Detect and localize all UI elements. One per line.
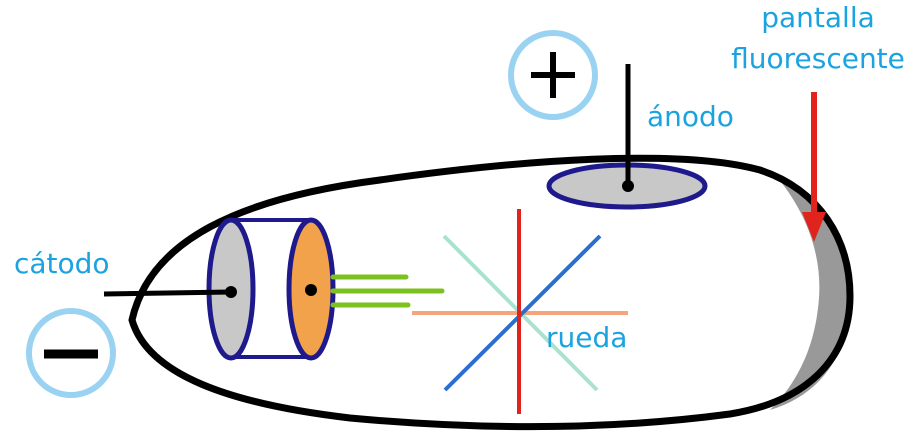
wheel-spoke-diagonal-blue — [443, 234, 602, 392]
cathode-contact-dot — [225, 286, 237, 298]
screen-label-line2: fluorescente — [731, 42, 905, 75]
tube-outline — [128, 154, 854, 431]
anode-label: ánodo — [647, 100, 734, 133]
negative-terminal — [26, 308, 116, 398]
fluorescent-screen — [770, 178, 850, 410]
positive-terminal — [508, 30, 598, 120]
cathode-lead — [103, 289, 232, 297]
cathode-front-dot — [305, 284, 317, 296]
paddle-wheel — [412, 209, 628, 414]
screen-arrow — [802, 92, 826, 242]
cathode-label: cátodo — [14, 247, 110, 280]
anode-contact-dot — [622, 180, 634, 192]
screen-label-line1: pantalla — [761, 1, 875, 34]
wheel-label: rueda — [546, 321, 627, 354]
electron-beams — [330, 274, 445, 308]
